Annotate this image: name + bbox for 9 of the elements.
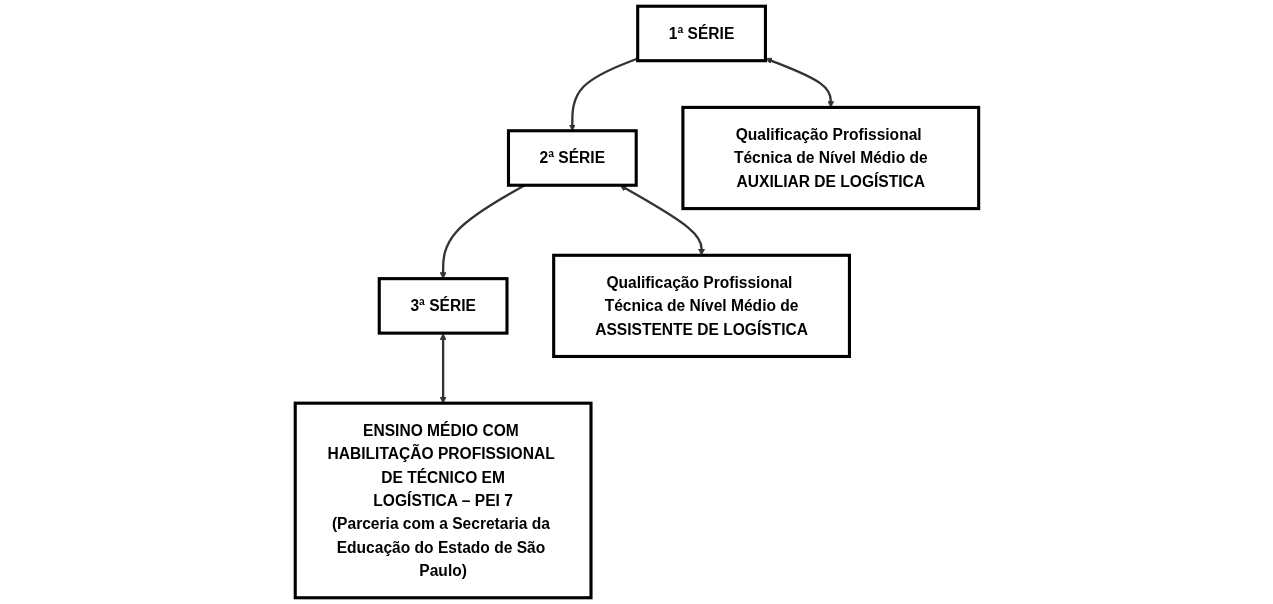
- node-box: [635, 4, 767, 63]
- node-box: [377, 277, 509, 335]
- node-box: [506, 129, 638, 187]
- arrow: [764, 57, 834, 108]
- arrow: [439, 333, 447, 404]
- node-box: [680, 105, 980, 211]
- node-box: [551, 253, 851, 359]
- node-box: [293, 401, 593, 600]
- arrow: [619, 185, 705, 256]
